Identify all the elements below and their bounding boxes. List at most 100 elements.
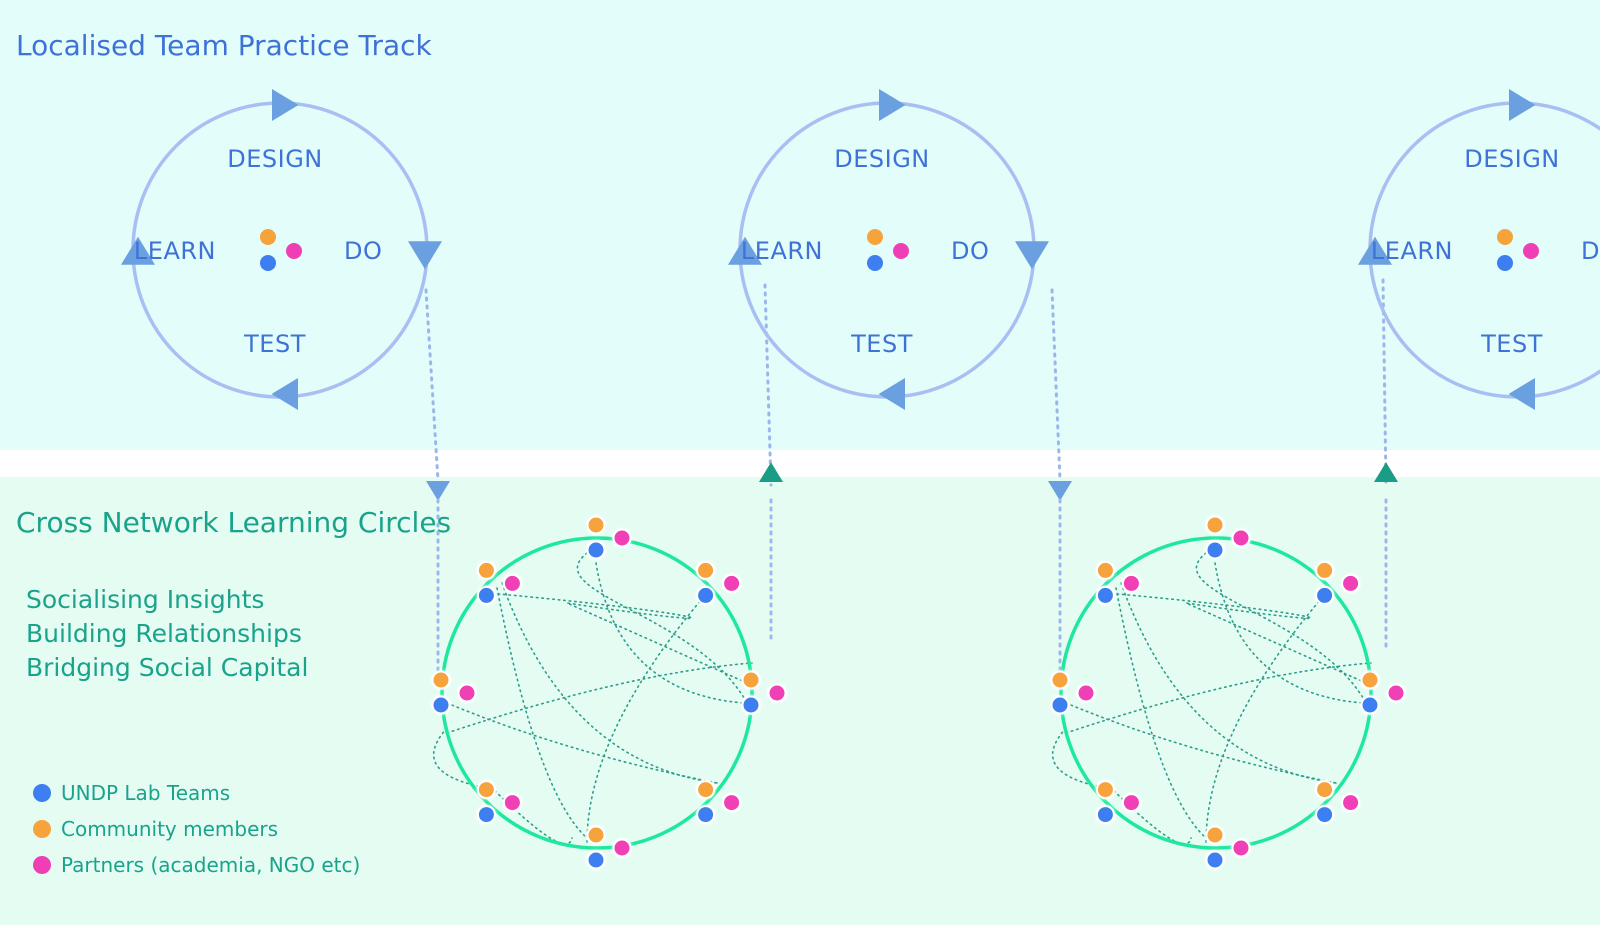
dotted-connectors [424, 278, 1398, 680]
circle-dot-icon [431, 670, 451, 690]
circle-dot-icon [1360, 670, 1380, 690]
circle-dot-icon [867, 255, 883, 271]
triangle-arrow-icon [1509, 89, 1536, 121]
participant-cluster [1205, 515, 1251, 560]
bottom-band-title: Cross Network Learning Circles [16, 506, 451, 539]
bottom-band-background [0, 477, 1600, 925]
legend: UNDP Lab Teams Community members Partner… [33, 781, 360, 877]
network-link [446, 702, 718, 784]
cycle-stage-label: DESIGN [227, 145, 323, 173]
circle-dot-icon [1231, 838, 1251, 858]
circle-dot-icon [502, 573, 522, 593]
network-link [1105, 592, 1367, 684]
insight-item: Socialising Insights [26, 585, 264, 614]
circle-dot-icon [1315, 805, 1335, 825]
triangle-arrow-icon [879, 89, 906, 121]
participant-cluster [696, 780, 742, 825]
circle-dot-icon [1205, 825, 1225, 845]
triangle-arrow-icon [878, 378, 905, 410]
cycle-stage-label: DO [344, 237, 382, 265]
cycle-stage-label: TEST [1480, 330, 1543, 358]
legend-dot-icon [33, 856, 51, 874]
participant-cluster [1315, 780, 1361, 825]
participant-cluster [1205, 825, 1251, 870]
circle-dot-icon [1231, 528, 1251, 548]
circle-dot-icon [286, 243, 302, 259]
circle-dot-icon [767, 683, 787, 703]
circle-dot-icon [1050, 695, 1070, 715]
circle-dot-icon [1121, 793, 1141, 813]
circle-dot-icon [476, 780, 496, 800]
participant-cluster [586, 825, 632, 870]
circle-dot-icon [1341, 793, 1361, 813]
circle-dot-icon [1205, 515, 1225, 535]
network-ring [1059, 536, 1373, 850]
triangle-arrow-icon [759, 462, 783, 482]
cycle-stage-label: LEARN [134, 237, 216, 265]
circle-dot-icon [741, 695, 761, 715]
practice-cycle: DESIGN LEARN DO TEST [728, 89, 1049, 410]
circle-dot-icon [1315, 560, 1335, 580]
participant-cluster [1095, 560, 1141, 605]
circle-dot-icon [1341, 573, 1361, 593]
triangle-arrow-icon [1048, 481, 1072, 501]
circle-dot-icon [1095, 805, 1115, 825]
cycle-stage-label: DO [951, 237, 989, 265]
circle-dot-icon [696, 780, 716, 800]
circle-dot-icon [260, 229, 276, 245]
cycle-stage-label: DESIGN [834, 145, 930, 173]
participant-cluster [476, 780, 522, 825]
network-link [496, 587, 588, 839]
learning-networks [431, 515, 1406, 870]
legend-label: UNDP Lab Teams [61, 781, 230, 805]
network-link [586, 592, 708, 844]
circle-dot-icon [696, 560, 716, 580]
circle-dot-icon [457, 683, 477, 703]
circle-dot-icon [1095, 585, 1115, 605]
cycle-stage-label: TEST [243, 330, 306, 358]
circle-dot-icon [612, 528, 632, 548]
top-band-title: Localised Team Practice Track [16, 29, 433, 62]
triangle-arrow-icon [408, 241, 442, 270]
triangle-arrow-icon [1015, 241, 1049, 270]
participant-cluster [1315, 560, 1361, 605]
circle-dot-icon [722, 573, 742, 593]
triangle-arrow-icon [121, 236, 155, 265]
circle-dot-icon [1315, 585, 1335, 605]
legend-item-undp: UNDP Lab Teams [33, 781, 230, 805]
circle-dot-icon [1095, 560, 1115, 580]
circle-dot-icon [696, 585, 716, 605]
practice-cycle: DESIGN LEARN DO TEST [121, 89, 442, 410]
legend-dot-icon [33, 820, 51, 838]
network-link [1205, 592, 1327, 844]
cycle-stage-label: DO [1581, 237, 1600, 265]
legend-label: Partners (academia, NGO etc) [61, 853, 360, 877]
triangle-arrow-icon [1508, 378, 1535, 410]
network-link [1115, 587, 1207, 839]
insights-list: Socialising Insights Building Relationsh… [26, 585, 308, 682]
circle-dot-icon [722, 793, 742, 813]
circle-dot-icon [502, 793, 522, 813]
participant-cluster [1095, 780, 1141, 825]
circle-dot-icon [586, 850, 606, 870]
triangle-arrow-icon [271, 378, 298, 410]
circle-dot-icon [1050, 670, 1070, 690]
insight-item: Bridging Social Capital [26, 653, 308, 682]
cycle-stage-label: LEARN [741, 237, 823, 265]
triangle-arrow-icon [272, 89, 299, 121]
cycle-stage-label: TEST [850, 330, 913, 358]
legend-label: Community members [61, 817, 278, 841]
circle-dot-icon [741, 670, 761, 690]
circle-dot-icon [1386, 683, 1406, 703]
circle-dot-icon [867, 229, 883, 245]
learning-network [1050, 515, 1406, 870]
circle-dot-icon [586, 825, 606, 845]
circle-dot-icon [1205, 850, 1225, 870]
triangle-arrow-icon [426, 481, 450, 501]
network-link [576, 552, 748, 704]
circle-dot-icon [476, 560, 496, 580]
cycle-stage-label: LEARN [1371, 237, 1453, 265]
